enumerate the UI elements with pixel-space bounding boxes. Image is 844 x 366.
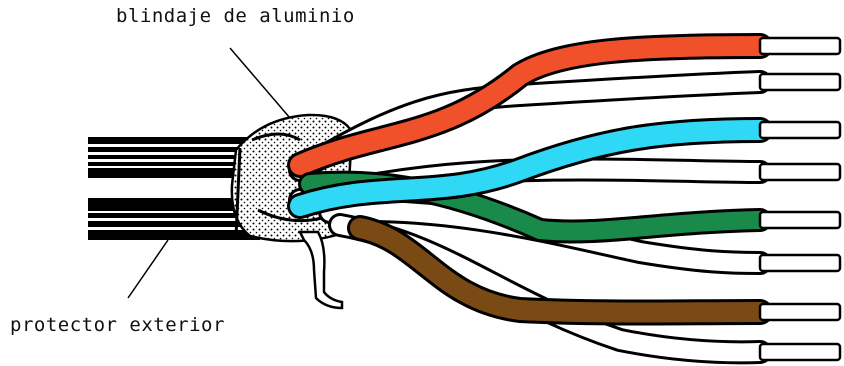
drain-wire <box>300 232 342 308</box>
jacket-leader-line <box>128 240 168 298</box>
shield-leader-line <box>230 48 290 118</box>
jacket-label: protector exterior <box>10 314 225 336</box>
conductor-tips <box>760 38 840 360</box>
shield-label: blindaje de aluminio <box>116 5 355 27</box>
